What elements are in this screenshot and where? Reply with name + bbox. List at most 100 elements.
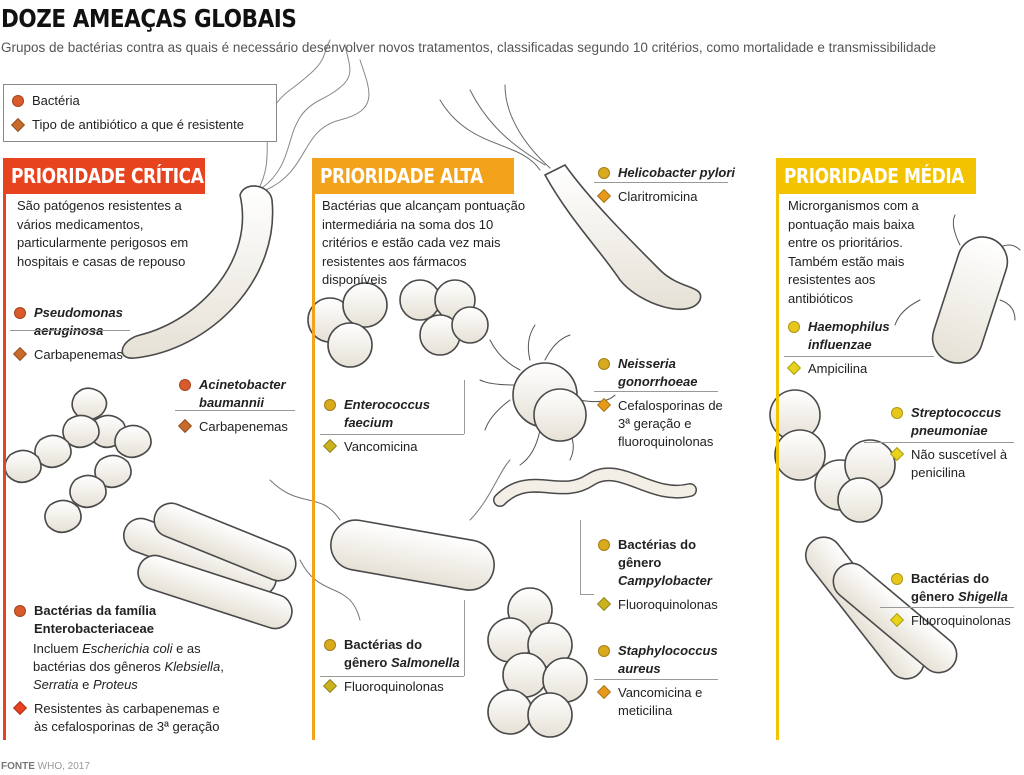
- antibiotic-diamond-icon: [786, 360, 802, 376]
- resistance-text: Fluoroquinolonas: [911, 613, 1011, 628]
- antibiotic-diamond-icon: [889, 446, 905, 462]
- bacteria-name: Neisseria gonorrhoeae: [618, 356, 698, 389]
- divider: [10, 330, 130, 331]
- bacteria-name: Bactérias do gênero Salmonella: [344, 636, 464, 672]
- high-header-label: PRIORIDADE ALTA: [320, 164, 483, 188]
- bacteria-name: Bactérias do gênero Campylobacter: [618, 536, 728, 590]
- note-species: Proteus: [93, 677, 138, 692]
- entry-campylobacter: Bactérias do gênero Campylobacter Fluoro…: [596, 536, 728, 614]
- name-text: Bactérias do gênero: [911, 571, 990, 604]
- critical-description: São patógenos resistentes a vários medic…: [17, 198, 189, 269]
- bacteria-dot-icon: [14, 307, 26, 319]
- bacteria-name: Enterococcus faecium: [344, 397, 430, 430]
- entry-enterobacteriaceae: Bactérias da família Enterobacteriaceae …: [12, 602, 234, 736]
- antibiotic-diamond-icon: [596, 188, 612, 204]
- antibiotic-diamond-icon: [596, 397, 612, 413]
- divider: [880, 607, 1014, 608]
- bacteria-dot-icon: [788, 321, 800, 333]
- staphylococcus-illustration: [487, 587, 588, 738]
- legend: Bactéria Tipo de antibiótico a que é res…: [3, 84, 277, 142]
- entry-streptococcus: Streptococcus pneumoniae Não suscetível …: [889, 404, 1021, 482]
- divider: [175, 410, 295, 411]
- bacteria-dot-icon: [598, 539, 610, 551]
- legend-bacteria: Bactéria: [12, 93, 80, 108]
- note-text: Incluem: [33, 641, 83, 656]
- high-description: Bactérias que alcançam pontuação interme…: [322, 198, 526, 287]
- critical-column-line: [3, 194, 6, 740]
- bacteria-dot-icon: [324, 399, 336, 411]
- divider: [864, 442, 1014, 443]
- divider: [464, 600, 465, 676]
- bacteria-dot-icon: [598, 358, 610, 370]
- resistance-text: Carbapenemas: [199, 419, 288, 434]
- page-title: DOZE AMEAÇAS GLOBAIS: [1, 4, 297, 33]
- entry-helicobacter: Helicobacter pylori Claritromicina: [596, 164, 758, 206]
- bacteria-dot-icon: [891, 407, 903, 419]
- resistance-text: Fluoroquinolonas: [618, 597, 718, 612]
- divider: [784, 356, 934, 357]
- resistance-text: Ampicilina: [808, 361, 868, 376]
- bacteria-name: Pseudomonas aeruginosa: [34, 305, 123, 338]
- entry-enterococcus: Enterococcus faecium Vancomicina: [322, 396, 454, 456]
- bacteria-dot-icon: [891, 573, 903, 585]
- bacteria-dot-icon: [12, 94, 24, 107]
- bacteria-dot-icon: [598, 645, 610, 657]
- entry-haemophilus: Haemophilus influenzae Ampicilina: [786, 318, 918, 378]
- source-label: FONTE: [1, 761, 35, 772]
- critical-header-label: PRIORIDADE CRÍTICA: [11, 164, 204, 188]
- entry-salmonella: Bactérias do gênero Salmonella Fluoroqui…: [322, 636, 464, 696]
- divider: [320, 676, 464, 677]
- antibiotic-diamond-icon: [596, 596, 612, 612]
- legend-antibiotic-label: Tipo de antibiótico a que é resistente: [32, 117, 244, 132]
- high-column-line: [312, 194, 315, 740]
- resistance-text: Vancomicina e meticilina: [618, 685, 703, 718]
- note-text: e: [78, 677, 93, 692]
- bacteria-name: Staphylococcus aureus: [618, 643, 718, 676]
- note-species: Serratia: [33, 677, 79, 692]
- name-text: Bactérias do gênero: [344, 637, 423, 670]
- bacteria-dot-icon: [179, 379, 191, 391]
- streptococcus-illustration: [769, 389, 896, 523]
- salmonella-illustration: [269, 459, 511, 621]
- divider: [594, 182, 728, 183]
- antibiotic-diamond-icon: [177, 418, 193, 434]
- entry-acinetobacter: Acinetobacter baumannii Carbapenemas: [177, 376, 309, 436]
- name-genus: Salmonella: [390, 655, 460, 670]
- bacteria-name: Haemophilus influenzae: [808, 319, 890, 352]
- bacteria-dot-icon: [324, 639, 336, 651]
- medium-column-line: [776, 194, 779, 740]
- antibiotic-diamond-icon: [12, 346, 28, 362]
- entry-neisseria: Neisseria gonorrhoeae Cefalosporinas de …: [596, 355, 738, 451]
- divider: [580, 594, 594, 595]
- medium-header-label: PRIORIDADE MÉDIA: [784, 164, 964, 188]
- note-text: ,: [220, 659, 224, 674]
- antibiotic-diamond-icon: [12, 700, 28, 716]
- divider: [580, 520, 581, 594]
- entry-shigella: Bactérias do gênero Shigella Fluoroquino…: [889, 570, 1021, 630]
- name-genus: Campylobacter: [618, 573, 712, 588]
- antibiotic-diamond-icon: [889, 612, 905, 628]
- bacteria-dot-icon: [14, 605, 26, 617]
- divider: [594, 391, 718, 392]
- resistance-text: Resistentes às carbapenemas e às cefalos…: [34, 701, 220, 734]
- bacteria-name: Streptococcus pneumoniae: [911, 405, 1002, 438]
- name-text: Bactérias do gênero: [618, 537, 697, 570]
- entry-pseudomonas: Pseudomonas aeruginosa Carbapenemas: [12, 304, 144, 364]
- resistance-text: Fluoroquinolonas: [344, 679, 444, 694]
- source-text: WHO, 2017: [37, 761, 90, 772]
- acinetobacter-illustration: [4, 387, 152, 534]
- antibiotic-diamond-icon: [322, 438, 338, 454]
- divider: [594, 679, 718, 680]
- medium-header: PRIORIDADE MÉDIA: [776, 158, 976, 194]
- enterococcus-illustration: [307, 279, 489, 368]
- campylobacter-illustration: [493, 467, 697, 507]
- antibiotic-diamond-icon: [10, 117, 26, 132]
- bacteria-note: Incluem Escherichia coli e as bactérias …: [14, 640, 234, 694]
- legend-bacteria-label: Bactéria: [32, 93, 80, 108]
- resistance-text: Vancomicina: [344, 439, 418, 454]
- bacteria-name: Acinetobacter baumannii: [199, 377, 286, 410]
- bacteria-name: Bactérias do gênero Shigella: [911, 570, 1021, 606]
- bacteria-name: Bactérias da família Enterobacteriaceae: [34, 603, 157, 636]
- resistance-text: Carbapenemas: [34, 347, 123, 362]
- antibiotic-diamond-icon: [322, 678, 338, 694]
